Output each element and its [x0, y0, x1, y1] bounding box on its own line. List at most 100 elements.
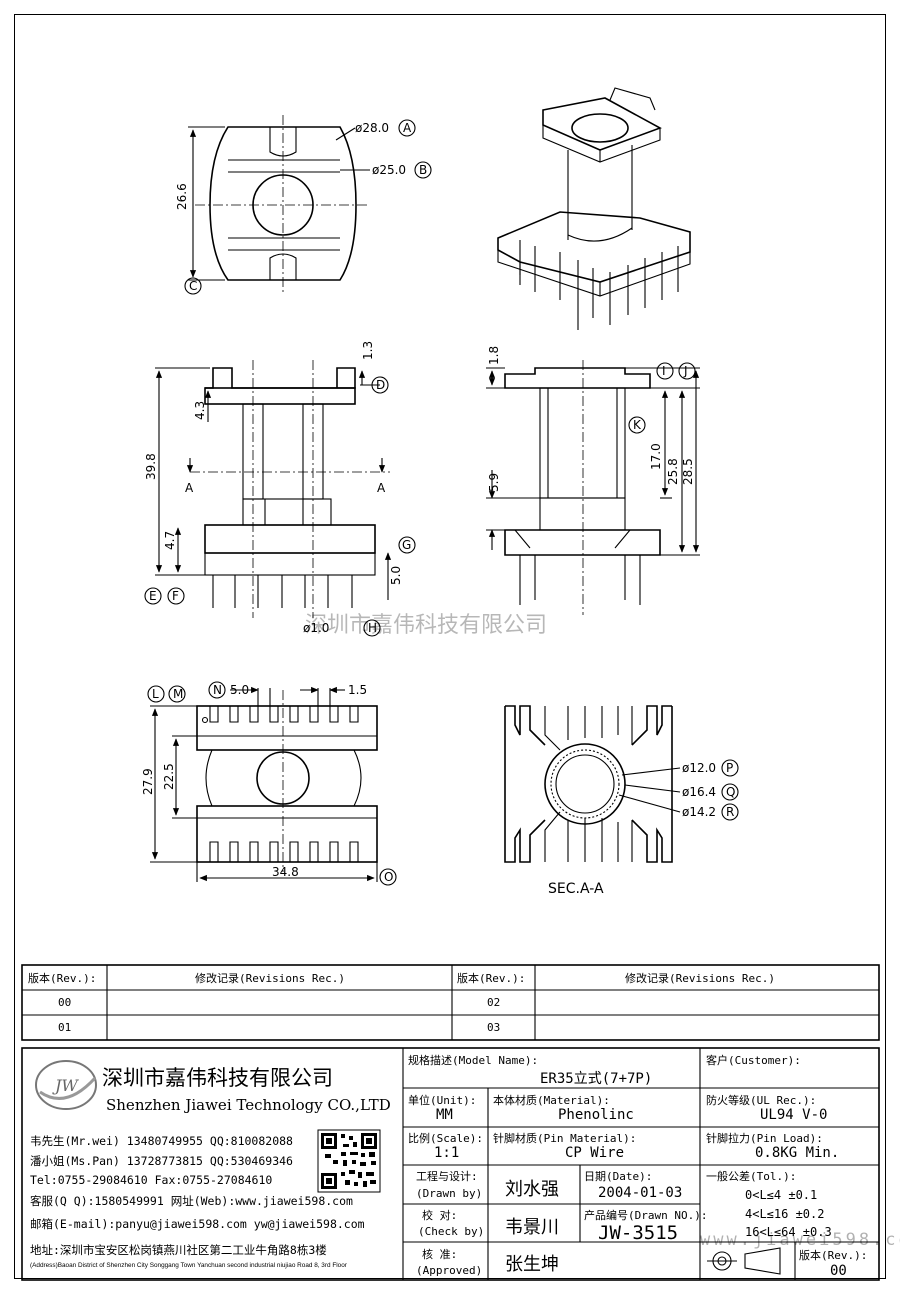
contact-pan: 潘小姐(Ms.Pan) 13728773815 QQ:530469346: [30, 1154, 293, 1168]
isometric-view: [497, 87, 691, 330]
marker-g: G: [398, 536, 416, 554]
section-a-a: ø12.0 ø16.4 ø14.2 SEC.A-A: [504, 705, 716, 897]
dim-d142: ø14.2: [682, 805, 716, 819]
rev-row-00: 00: [58, 996, 72, 1009]
rev-label: 版本(Rev.):: [799, 1249, 868, 1262]
qr-code: [317, 1129, 381, 1193]
front-pins: [212, 575, 353, 608]
dim-d164: ø16.4: [682, 785, 716, 799]
drawing-no-label: 产品编号(Drawn NO.):: [584, 1209, 708, 1222]
svg-text:B: B: [419, 163, 427, 177]
svg-text:L: L: [152, 687, 159, 701]
marker-p: P: [721, 759, 739, 777]
check-value: 韦景川: [505, 1217, 559, 1238]
drawn-label-en: (Drawn by): [416, 1187, 483, 1200]
dim-170: 17.0: [649, 443, 663, 470]
marker-o: O: [379, 868, 397, 886]
svg-text:JW: JW: [52, 1076, 79, 1095]
dim-w15: 1.5: [348, 683, 367, 697]
bottom-view: 5.0 1.5 27.9 22.5 34.8: [141, 683, 378, 882]
svg-text:R: R: [726, 805, 734, 819]
pin-material-label: 针脚材质(Pin Material):: [493, 1132, 637, 1145]
approved-value: 张生坤: [505, 1254, 559, 1275]
revision-table: [21, 964, 880, 1041]
tol-label: 一般公差(Tol.):: [706, 1170, 797, 1183]
section-label: SEC.A-A: [548, 881, 604, 897]
marker-l: L: [147, 685, 165, 703]
marker-n: N: [208, 681, 226, 699]
unit-value: MM: [436, 1107, 453, 1123]
rev-rec-header-2: 修改记录(Revisions Rec.): [625, 972, 775, 985]
section-mark-right: A: [377, 481, 386, 495]
front-view: 1.3 4.3 39.8 4.7 5.0 ø1.0 A A: [144, 341, 403, 635]
dim-59: 5.9: [487, 473, 501, 492]
check-label: 校 对:: [422, 1209, 458, 1222]
marker-h: H: [363, 619, 381, 637]
top-view: ø28.0 ø25.0 26.6: [175, 115, 406, 295]
rev-row-01: 01: [58, 1021, 72, 1034]
date-value: 2004-01-03: [598, 1185, 683, 1201]
dim-43: 4.3: [193, 401, 207, 420]
svg-text:E: E: [149, 589, 157, 603]
rev-header-2: 版本(Rev.):: [457, 972, 526, 985]
address-en: (Address)Baoan District of Shenzhen City…: [30, 1262, 347, 1269]
marker-e: E: [144, 587, 162, 605]
svg-text:F: F: [172, 589, 179, 603]
dim-348: 34.8: [272, 865, 299, 879]
dim-18: 1.8: [487, 346, 501, 365]
marker-b: B: [414, 161, 432, 179]
dim-13: 1.3: [361, 341, 375, 360]
tol-row-1: 0<L≤4 ±0.1: [745, 1188, 818, 1202]
dim-d25: ø25.0: [372, 163, 406, 177]
marker-j: J: [678, 362, 696, 380]
marker-a: A: [398, 119, 416, 137]
dim-258: 25.8: [666, 458, 680, 485]
drawing-no-value: JW-3515: [598, 1222, 679, 1244]
reference-markers: A B C D E F G H I J K L M N O P Q R: [144, 119, 739, 886]
svg-text:D: D: [376, 378, 385, 392]
svg-text:J: J: [683, 364, 688, 378]
svg-text:O: O: [384, 870, 393, 884]
customer-label: 客户(Customer):: [706, 1054, 801, 1067]
contact-tel-fax: Tel:0755-29084610 Fax:0755-27084610: [30, 1173, 273, 1187]
ul-value: UL94 V-0: [760, 1107, 828, 1123]
marker-q: Q: [721, 783, 739, 801]
watermark-text: 深圳市嘉伟科技有限公司: [305, 613, 547, 638]
tol-row-2: 4<L≤16 ±0.2: [745, 1207, 825, 1221]
rev-header-1: 版本(Rev.):: [28, 972, 97, 985]
svg-text:Q: Q: [726, 785, 735, 799]
company-name-en: Shenzhen Jiawei Technology CO.,LTD: [106, 1096, 391, 1114]
dim-pin: ø1.0: [303, 621, 329, 635]
contact-wei: 韦先生(Mr.wei) 13480749955 QQ:810082088: [30, 1134, 293, 1148]
model-value: ER35立式(7+7P): [540, 1071, 653, 1087]
dim-d120: ø12.0: [682, 761, 716, 775]
svg-text:K: K: [633, 418, 642, 432]
rev-rec-header-1: 修改记录(Revisions Rec.): [195, 972, 345, 985]
url-watermark: www.jiawei598.com: [700, 1230, 900, 1250]
svg-text:I: I: [662, 364, 666, 378]
rev-row-03: 03: [487, 1021, 501, 1034]
company-name-cn: 深圳市嘉伟科技有限公司: [102, 1066, 333, 1090]
rev-row-02: 02: [487, 996, 501, 1009]
material-label: 本体材质(Material):: [493, 1094, 610, 1107]
svg-text:A: A: [403, 121, 412, 135]
dim-d28: ø28.0: [355, 121, 389, 135]
scale-label: 比例(Scale):: [408, 1132, 483, 1145]
company-logo: JW: [35, 1060, 97, 1110]
marker-m: M: [168, 685, 186, 703]
marker-d: D: [371, 376, 389, 394]
contact-qq-web: 客服(Q Q):1580549991 网址(Web):www.jiawei598…: [30, 1194, 353, 1208]
marker-f: F: [167, 587, 185, 605]
contact-email: 邮箱(E-mail):panyu@jiawei598.com yw@jiawei…: [30, 1217, 365, 1231]
marker-k: K: [628, 416, 646, 434]
dim-50: 5.0: [389, 566, 403, 585]
pin-material-value: CP Wire: [565, 1145, 625, 1161]
scale-value: 1:1: [434, 1145, 460, 1161]
title-block-grid: [21, 1047, 880, 1281]
pin-load-value: 0.8KG Min.: [755, 1145, 840, 1161]
address-cn: 地址:深圳市宝安区松岗镇燕川社区第二工业牛角路8栋3楼: [30, 1243, 327, 1257]
material-value: Phenolinc: [558, 1107, 634, 1123]
marker-r: R: [721, 803, 739, 821]
dim-285: 28.5: [681, 458, 695, 485]
